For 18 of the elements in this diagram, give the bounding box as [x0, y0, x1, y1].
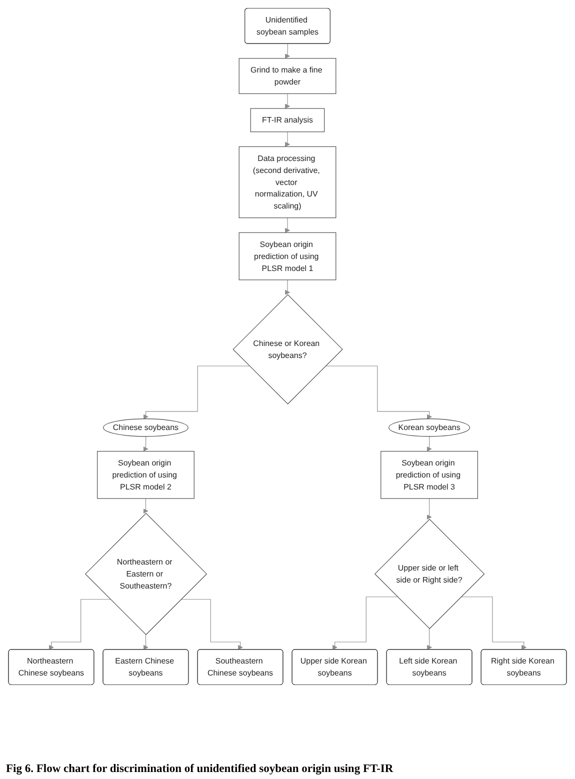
arrow	[48, 599, 111, 650]
arrow	[325, 366, 432, 420]
arrow	[285, 280, 290, 295]
arrow	[460, 596, 526, 650]
arrow	[285, 93, 290, 109]
arrow	[285, 132, 290, 147]
arrow	[426, 628, 432, 650]
arrow	[426, 436, 432, 452]
arrow	[180, 599, 243, 650]
arrow	[285, 218, 290, 233]
arrow	[143, 498, 148, 514]
figure-caption: Fig 6. Flow chart for discrimination of unidentified soybean origin using FT-IR	[6, 763, 394, 775]
arrow	[143, 634, 148, 650]
arrow	[332, 596, 398, 650]
arrow	[143, 436, 148, 452]
arrow	[285, 44, 290, 59]
arrow	[143, 366, 250, 420]
arrow	[426, 498, 432, 520]
